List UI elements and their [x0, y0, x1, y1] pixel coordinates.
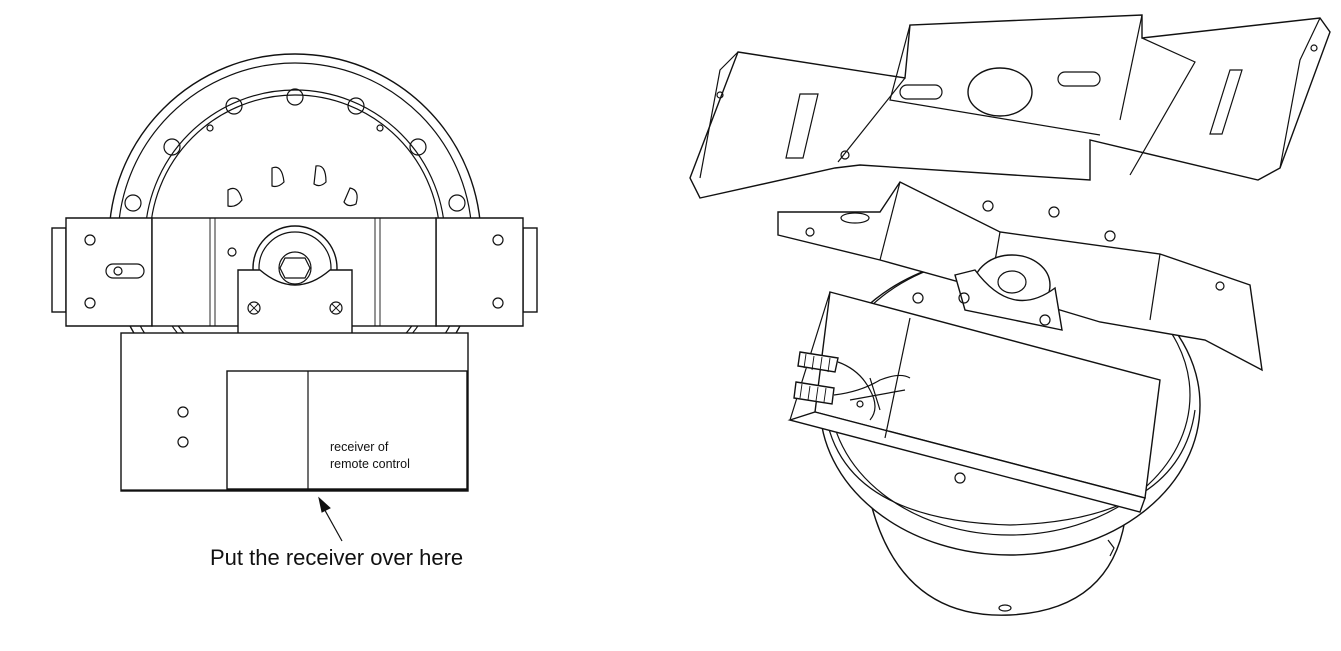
ceiling-crossbar-isometric: [689, 14, 1331, 199]
flange-holes: [124, 88, 466, 212]
remote-receiver-module: [226, 370, 468, 490]
receiver-label-line2: remote control: [330, 457, 410, 471]
front-view-drawing: receiver of remote control Put the recei…: [51, 53, 538, 570]
instruction-caption: Put the receiver over here: [210, 545, 463, 570]
lower-bracket-isometric: [777, 181, 1263, 372]
mounting-bracket-front: [51, 217, 538, 336]
isometric-view-drawing: [689, 14, 1331, 616]
receiver-box-isometric: [787, 291, 1161, 513]
pointer-arrow: [318, 496, 343, 542]
fan-slots: [227, 165, 358, 207]
wire-connectors: [793, 351, 911, 421]
receiver-label-line1: receiver of: [330, 440, 389, 454]
receiver-housing: receiver of remote control: [120, 332, 469, 492]
